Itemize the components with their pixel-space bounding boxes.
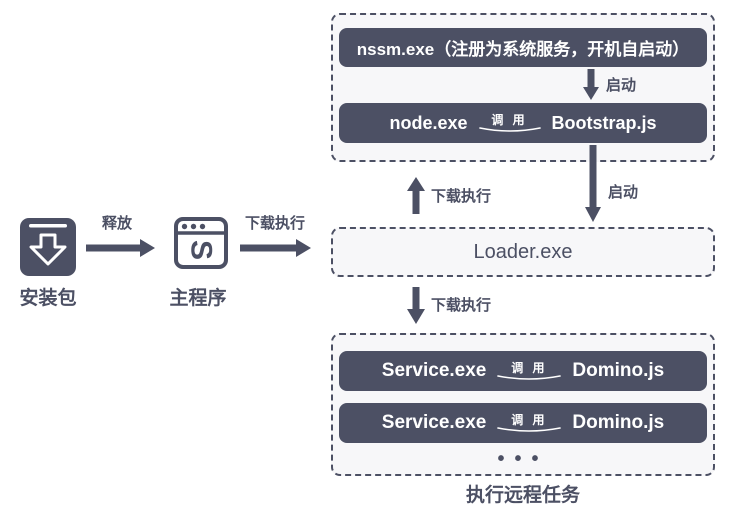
download-exec-arrow-label: 下载执行	[244, 215, 305, 232]
invoke-text: 调 用	[511, 412, 548, 427]
invoke-label: 调 用	[496, 414, 562, 433]
service-exe-label: Service.exe	[381, 412, 487, 433]
arrow-right-icon	[240, 239, 312, 257]
invoke-underline	[497, 374, 562, 380]
loader-label: Loader.exe	[473, 240, 573, 263]
svg-text:S: S	[185, 240, 218, 260]
invoke-label: 调 用	[478, 114, 542, 133]
invoke-text: 调 用	[491, 112, 528, 127]
download-exec-down-label: 下载执行	[431, 297, 492, 314]
node-box: node.exe 调 用 Bootstrap.js	[339, 103, 707, 143]
node-exe-label: node.exe	[389, 112, 468, 133]
package-download-icon	[20, 218, 76, 276]
invoke-text: 调 用	[511, 360, 548, 375]
arrow-up-icon	[407, 177, 425, 214]
main-program-label: 主程序	[169, 288, 227, 309]
arrow-right-icon	[86, 239, 156, 257]
bootstrap-script-label: Bootstrap.js	[551, 112, 657, 133]
invoke-underline	[478, 126, 541, 132]
installer-label: 安装包	[19, 288, 77, 309]
invoke-underline	[497, 426, 562, 432]
loader-box: Loader.exe	[331, 227, 715, 277]
app-window-script-icon: S	[174, 217, 228, 269]
invoke-label: 调 用	[496, 362, 562, 381]
remote-tasks-caption: 执行远程任务	[465, 485, 580, 506]
arrow-down-icon	[583, 69, 599, 101]
domino-script-label: Domino.js	[572, 412, 665, 433]
start-mid-label: 启动	[608, 184, 639, 201]
more-tasks-ellipsis: •••	[497, 448, 549, 470]
domino-script-label: Domino.js	[572, 360, 665, 381]
release-arrow-label: 释放	[101, 215, 132, 232]
download-exec-up-label: 下载执行	[431, 188, 492, 205]
arrow-down-icon	[407, 287, 425, 324]
service-exe-label: Service.exe	[381, 360, 487, 381]
service-box: Service.exe 调 用 Domino.js	[339, 403, 707, 443]
nssm-box: nssm.exe（注册为系统服务，开机自启动）	[339, 28, 707, 67]
service-box: Service.exe 调 用 Domino.js	[339, 351, 707, 391]
start-arrow-label: 启动	[606, 77, 637, 94]
arrow-down-icon	[585, 145, 601, 223]
